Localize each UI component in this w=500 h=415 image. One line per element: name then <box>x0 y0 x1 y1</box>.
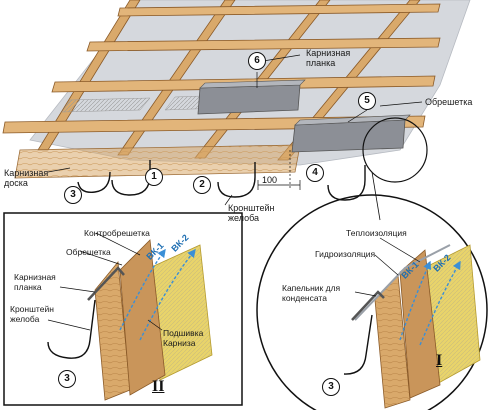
marker-1: 1 <box>145 168 163 186</box>
callout-circle-i <box>362 117 428 183</box>
label-karniznaya-planka-top: Карнизная планка <box>306 48 351 68</box>
label-kontrobreshetka: Контробрешетка <box>84 228 150 238</box>
dimension-100: 100 <box>262 175 278 185</box>
leader-lines <box>47 54 423 206</box>
label-karniznaya-doska: Карнизная доска <box>4 168 49 188</box>
marker-2: 2 <box>193 176 211 194</box>
detail-ii-leaders <box>47 232 163 331</box>
marker-3: 3 <box>64 186 82 204</box>
label-obreshetka-top: Обрешетка <box>425 97 473 107</box>
label-teploizolyaciya: Теплоизоляция <box>346 228 407 238</box>
marker-6: 6 <box>248 52 266 70</box>
marker-3-detail-i: 3 <box>322 378 340 396</box>
detail-i-frame <box>256 194 488 415</box>
label-gidroizolyaciya: Гидроизоляция <box>315 249 376 259</box>
roman-i: I <box>436 352 443 369</box>
label-karniznaya-planka-ii: Карнизная планка <box>14 272 56 292</box>
detail-i-leaders <box>354 237 421 297</box>
label-kapelnik: Капельник для конденсата <box>282 283 341 303</box>
eave-plate-6 <box>197 84 301 115</box>
label-kronshtein-ii: Кронштейн желоба <box>10 304 54 324</box>
label-obreshetka-ii: Обрешетка <box>66 247 111 257</box>
detail-ii-frame <box>3 212 243 406</box>
label-kronshtein-top: Кронштейн желоба <box>228 203 275 223</box>
roman-ii: II <box>152 378 165 395</box>
marker-5: 5 <box>358 92 376 110</box>
eave-plate-5 <box>291 119 406 153</box>
marker-3-detail-ii: 3 <box>58 370 76 388</box>
marker-4: 4 <box>306 164 324 182</box>
label-podshivka: Подшивка Карниза <box>163 328 204 348</box>
